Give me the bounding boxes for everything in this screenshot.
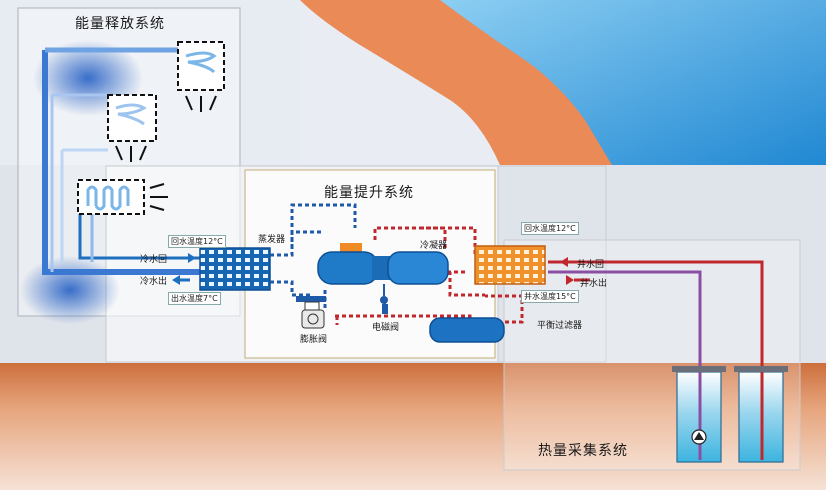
terminal-unit-top [177,41,225,112]
well-return-label: 井水回 [577,260,605,270]
terminal-unit-bottom [77,179,168,215]
well-return-arrow [560,257,568,267]
cold-out-label: 冷水出 [140,277,168,287]
cold-return-label: 冷水回 [140,255,168,265]
out-temp-left: 出水温度7°C [168,292,221,305]
return-temp-right: 回水温度12°C [521,222,579,235]
terminal-unit-middle [107,94,157,162]
balance-filter-label: 平衡过滤器 [537,321,583,331]
well-temp-right: 井水温度15°C [521,290,579,303]
out-arrow [172,275,180,285]
lift-system-title: 能量提升系统 [324,185,414,201]
wells [672,366,788,463]
condenser-label: 冷凝器 [420,241,448,251]
evaporator-label: 蒸发器 [258,235,286,245]
evaporator [199,247,271,291]
collect-system-title: 热量采集系统 [538,443,628,459]
expansion-valve [296,296,326,329]
cliff [300,0,612,165]
well-out-label: 井水出 [580,279,608,289]
solenoid-valve-label: 电磁阀 [372,323,400,333]
release-system-title: 能量释放系统 [75,16,165,32]
condenser [474,245,546,285]
balance-filter [429,317,505,343]
well-out-arrow [566,275,574,285]
sky [420,0,826,170]
expansion-valve-label: 膨胀阀 [300,335,328,345]
solenoid-valve [382,300,388,314]
return-temp-left: 回水温度12°C [168,235,226,248]
compressor [317,243,449,304]
